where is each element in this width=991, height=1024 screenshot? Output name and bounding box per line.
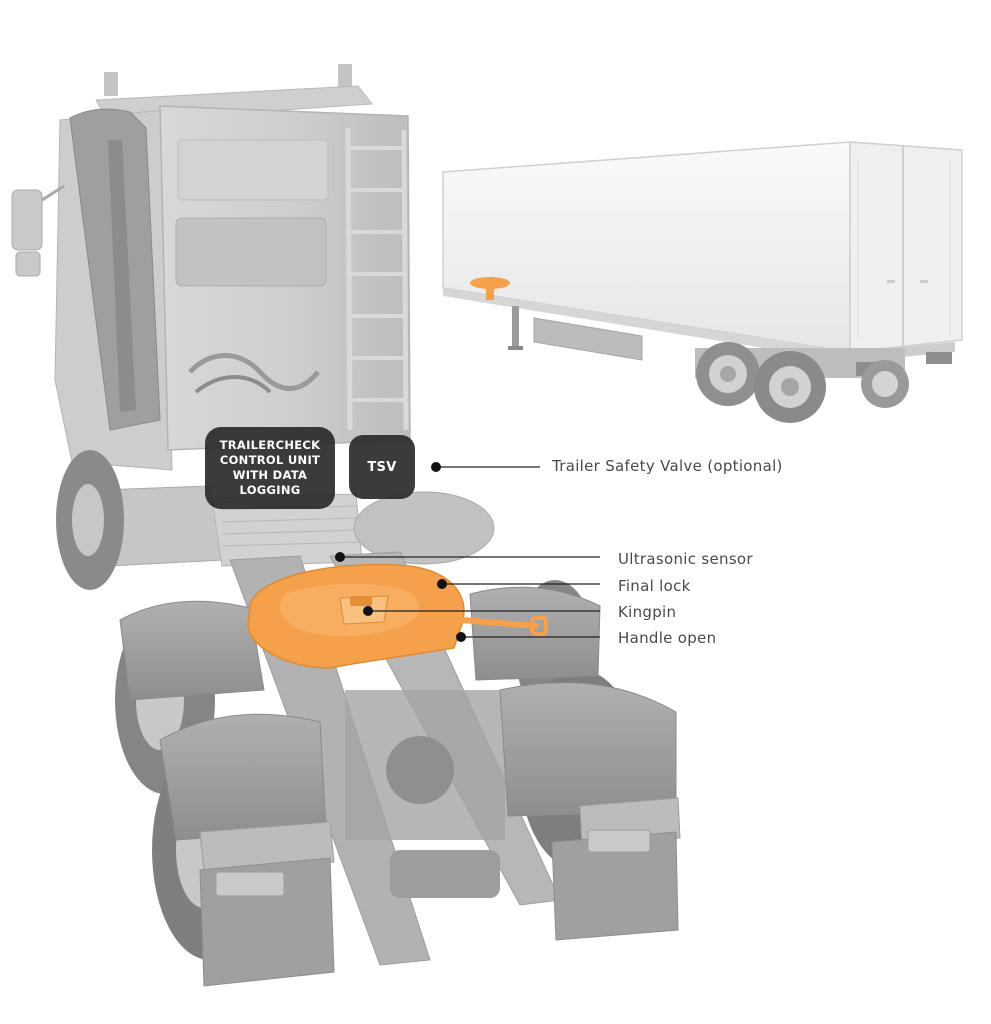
ultrasonic-sensor-marker-dot: [335, 552, 345, 562]
callout-final-lock: Final lock: [618, 577, 691, 595]
trailer-wheel: [696, 342, 760, 406]
fifth-wheel-coupling: [247, 563, 548, 669]
semi-trailer: [442, 141, 963, 423]
truck-front-wheel: [56, 450, 124, 590]
control-unit-label: TRAILERCHECK CONTROL UNIT WITH DATA LOGG…: [205, 427, 335, 509]
final-lock-marker-dot: [437, 579, 447, 589]
callout-kingpin: Kingpin: [618, 603, 677, 621]
handle-open-marker-dot: [456, 632, 466, 642]
leader-lines: [335, 462, 600, 642]
cab-ladder: [345, 127, 409, 431]
tsv-marker-dot: [431, 462, 441, 472]
kingpin-marker-dot: [363, 606, 373, 616]
trailer-wheel: [861, 360, 909, 408]
tsv-label: TSV: [349, 435, 415, 499]
callout-handle-open: Handle open: [618, 629, 717, 647]
trailer-kingpin-highlight: [470, 277, 510, 289]
truck-tractor: [11, 64, 681, 987]
callout-ultrasonic-sensor: Ultrasonic sensor: [618, 550, 753, 568]
trailer-wheel: [754, 351, 826, 423]
callout-trailer-safety-valve: Trailer Safety Valve (optional): [552, 457, 783, 475]
